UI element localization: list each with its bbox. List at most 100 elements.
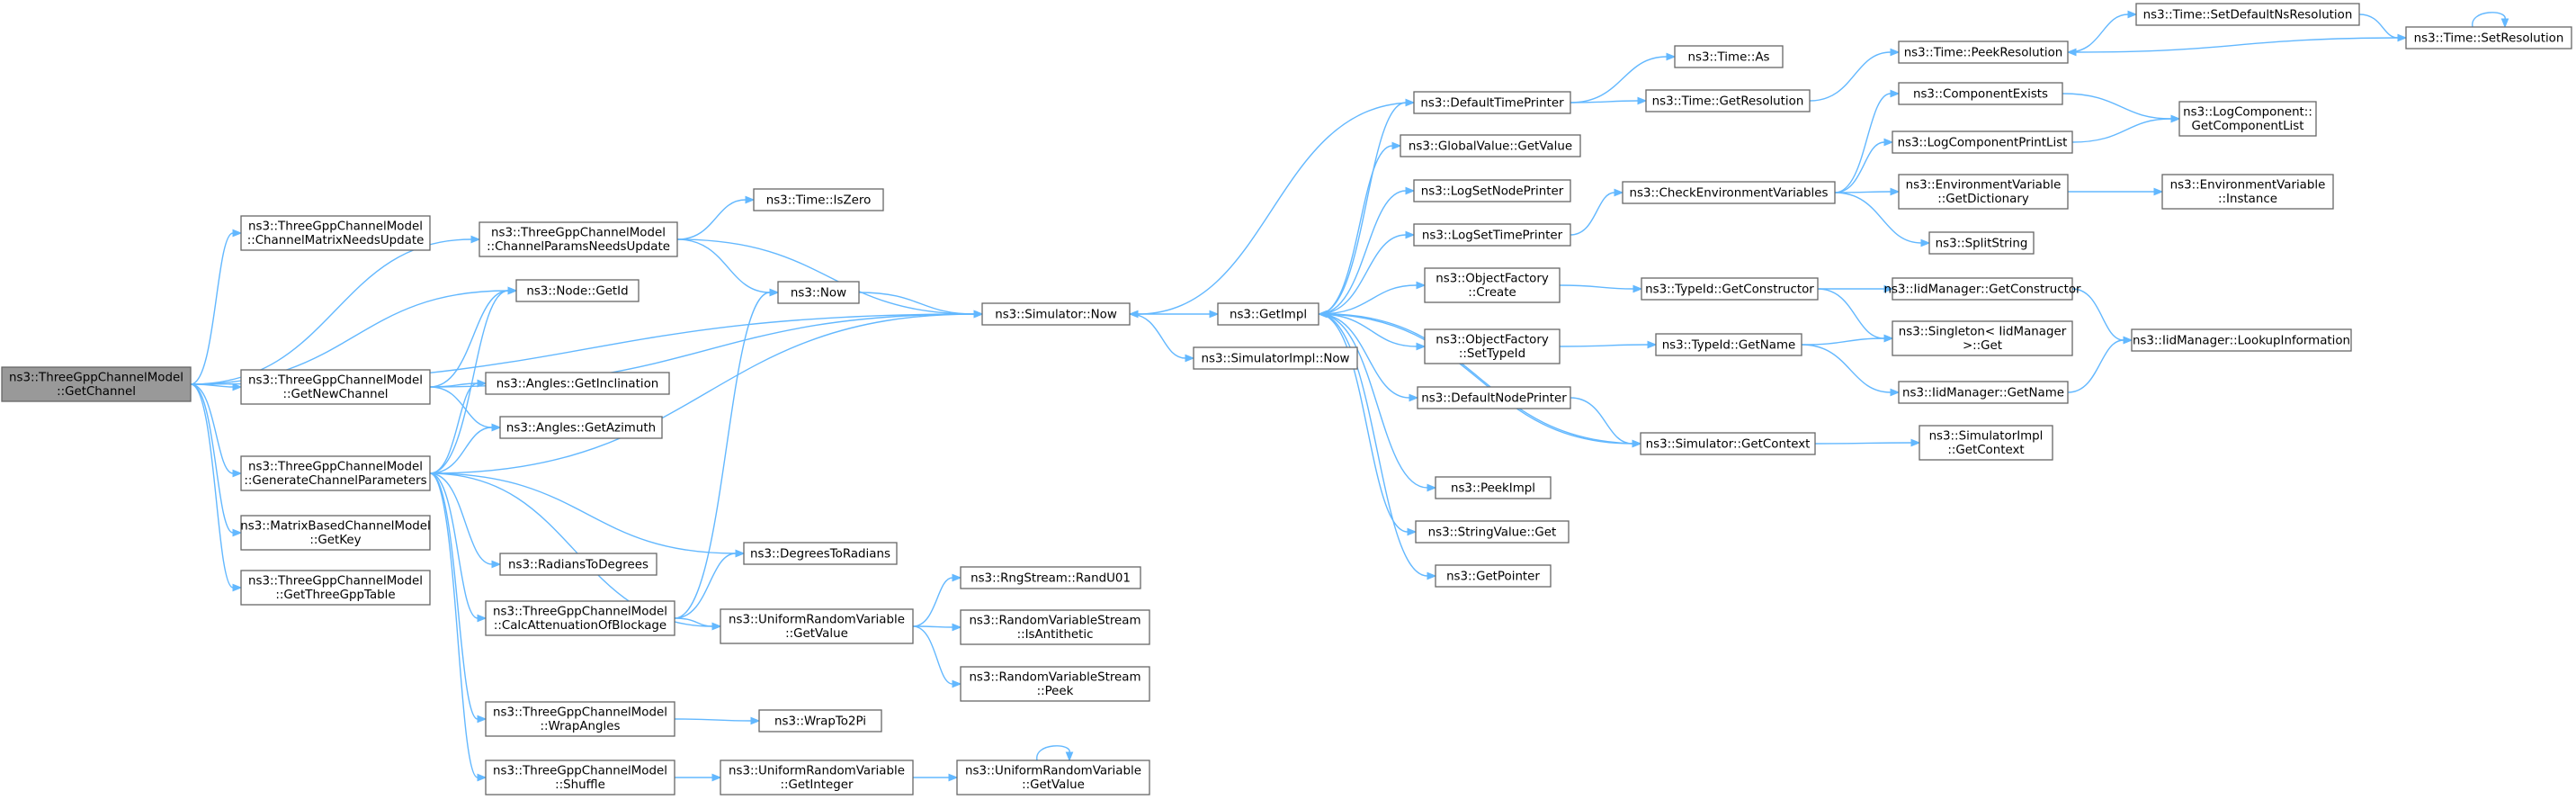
node-check-environment-variables[interactable]: ns3::CheckEnvironmentVariables bbox=[1622, 181, 1836, 204]
node-get-channel[interactable]: ns3::ThreeGppChannelModel::GetChannel bbox=[1, 366, 192, 402]
edge-generate-channel-parameters-to-radians-to-degrees bbox=[429, 472, 502, 569]
node-channel-matrix-needs-update[interactable]: ns3::ThreeGppChannelModel::ChannelMatrix… bbox=[240, 215, 431, 251]
node-wrap-angles[interactable]: ns3::ThreeGppChannelModel::WrapAngles bbox=[485, 701, 675, 737]
node-string-value-get[interactable]: ns3::StringValue::Get bbox=[1415, 520, 1570, 544]
node-time-as[interactable]: ns3::Time::As bbox=[1674, 45, 1784, 68]
node-time-peek-resolution[interactable]: ns3::Time::PeekResolution bbox=[1898, 40, 2069, 64]
node-simulator-impl-get-context[interactable]: ns3::SimulatorImpl::GetContext bbox=[1919, 425, 2053, 461]
node-get-impl[interactable]: ns3::GetImpl bbox=[1217, 302, 1319, 326]
node-time-is-zero[interactable]: ns3::Time::IsZero bbox=[753, 188, 884, 211]
node-type-id-get-name[interactable]: ns3::TypeId::GetName bbox=[1655, 333, 1802, 356]
node-matrix-get-key[interactable]: ns3::MatrixBasedChannelModel::GetKey bbox=[240, 515, 431, 551]
node-urv-get-integer[interactable]: ns3::UniformRandomVariable::GetInteger bbox=[720, 760, 914, 796]
edge-get-impl-to-global-value-get-value bbox=[1318, 141, 1402, 315]
node-object-factory-create-label-2: ::Create bbox=[1468, 286, 1516, 300]
node-simulator-impl-now[interactable]: ns3::SimulatorImpl::Now bbox=[1193, 346, 1358, 370]
node-env-instance[interactable]: ns3::EnvironmentVariable::Instance bbox=[2161, 174, 2334, 210]
edge-get-impl-to-get-pointer-line bbox=[1318, 313, 1428, 577]
node-iid-get-name[interactable]: ns3::IidManager::GetName bbox=[1898, 381, 2069, 404]
node-channel-params-needs-update[interactable]: ns3::ThreeGppChannelModel::ChannelParams… bbox=[479, 221, 678, 257]
node-type-id-get-constructor[interactable]: ns3::TypeId::GetConstructor bbox=[1641, 277, 1819, 301]
node-get-three-gpp-table[interactable]: ns3::ThreeGppChannelModel::GetThreeGppTa… bbox=[240, 570, 431, 606]
edge-urv-get-value1-to-is-antithetic-arrowhead bbox=[952, 623, 962, 632]
edge-simulator-now-to-simulator-impl-now bbox=[1129, 313, 1195, 363]
node-log-component-print-list[interactable]: ns3::LogComponentPrintList bbox=[1892, 130, 2073, 154]
node-is-antithetic-label-1: ns3::RandomVariableStream bbox=[969, 615, 1140, 628]
node-lookup-information[interactable]: ns3::IidManager::LookupInformation bbox=[2131, 328, 2352, 352]
edge-get-new-channel-to-get-azimuth-line bbox=[429, 386, 493, 428]
edge-get-impl-to-object-factory-create bbox=[1318, 281, 1427, 315]
node-object-factory-set-type-id[interactable]: ns3::ObjectFactory::SetTypeId bbox=[1424, 328, 1561, 364]
edge-get-impl-to-log-set-node-printer bbox=[1318, 186, 1416, 315]
node-simulator-get-context-box bbox=[1640, 432, 1816, 455]
edge-default-time-printer-to-time-get-resolution-arrowhead bbox=[1637, 96, 1648, 105]
node-degrees-to-radians[interactable]: ns3::DegreesToRadians bbox=[743, 542, 898, 565]
node-generate-channel-parameters[interactable]: ns3::ThreeGppChannelModel::GenerateChann… bbox=[240, 455, 431, 491]
node-env-get-dictionary[interactable]: ns3::EnvironmentVariable::GetDictionary bbox=[1898, 174, 2069, 210]
edge-channel-params-needs-update-to-time-is-zero-line bbox=[676, 199, 747, 240]
node-get-new-channel[interactable]: ns3::ThreeGppChannelModel::GetNewChannel bbox=[240, 369, 431, 405]
edge-default-time-printer-to-simulator-now-line bbox=[1137, 102, 1415, 315]
node-radians-to-degrees[interactable]: ns3::RadiansToDegrees bbox=[499, 553, 657, 576]
node-urv-get-value2[interactable]: ns3::UniformRandomVariable::GetValue bbox=[956, 760, 1150, 796]
node-wrap-to2-pi[interactable]: ns3::WrapTo2Pi bbox=[758, 709, 882, 733]
node-log-set-time-printer-box bbox=[1413, 223, 1571, 247]
node-object-factory-create[interactable]: ns3::ObjectFactory::Create bbox=[1424, 267, 1561, 303]
node-peek-impl[interactable]: ns3::PeekImpl bbox=[1435, 476, 1552, 499]
node-split-string[interactable]: ns3::SplitString bbox=[1928, 231, 2035, 255]
node-get-inclination[interactable]: ns3::Angles::GetInclination bbox=[485, 372, 670, 395]
node-simulator-now[interactable]: ns3::Simulator::Now bbox=[981, 302, 1131, 326]
edge-wrap-angles-to-wrap-to2-pi-line bbox=[674, 718, 752, 722]
edge-iid-get-name-to-lookup-information bbox=[2067, 336, 2133, 393]
node-simulator-get-context[interactable]: ns3::Simulator::GetContext bbox=[1640, 432, 1816, 455]
node-now[interactable]: ns3::Now bbox=[777, 281, 860, 304]
node-urv-get-integer-label-2: ::GetInteger bbox=[780, 778, 854, 792]
node-singleton-get[interactable]: ns3::Singleton< IidManager >::Get bbox=[1892, 320, 2073, 356]
node-get-azimuth[interactable]: ns3::Angles::GetAzimuth bbox=[499, 416, 663, 439]
edge-get-channel-to-matrix-get-key bbox=[190, 383, 243, 537]
node-get-azimuth-label-1: ns3::Angles::GetAzimuth bbox=[506, 421, 656, 435]
node-component-exists[interactable]: ns3::ComponentExists bbox=[1898, 82, 2063, 105]
edge-wrap-angles-to-wrap-to2-pi-arrowhead bbox=[750, 716, 761, 725]
node-global-value-get-value[interactable]: ns3::GlobalValue::GetValue bbox=[1400, 134, 1581, 157]
node-urv-get-value1-label-2: ::GetValue bbox=[785, 627, 848, 641]
node-default-time-printer[interactable]: ns3::DefaultTimePrinter bbox=[1413, 91, 1571, 114]
node-iid-get-constructor[interactable]: ns3::IidManager::GetConstructor bbox=[1883, 277, 2081, 301]
edge-set-default-ns-resolution-to-time-set-resolution-line bbox=[2358, 13, 2399, 39]
node-rng-stream-rand-u01[interactable]: ns3::RngStream::RandU01 bbox=[960, 566, 1141, 589]
node-log-set-node-printer[interactable]: ns3::LogSetNodePrinter bbox=[1413, 179, 1571, 202]
node-urv-get-value1[interactable]: ns3::UniformRandomVariable::GetValue bbox=[720, 608, 914, 644]
node-channel-matrix-needs-update-label-1: ns3::ThreeGppChannelModel bbox=[248, 220, 423, 234]
edge-default-node-printer-to-simulator-get-context bbox=[1570, 397, 1642, 448]
edge-time-set-resolution-to-time-peek-resolution-line bbox=[2075, 37, 2407, 53]
node-time-set-resolution[interactable]: ns3::Time::SetResolution bbox=[2405, 26, 2572, 49]
node-time-set-resolution-box bbox=[2405, 26, 2572, 49]
node-node-get-id[interactable]: ns3::Node::GetId bbox=[515, 279, 640, 302]
edge-urv-get-integer-to-urv-get-value2 bbox=[912, 773, 959, 782]
edge-default-time-printer-to-time-as-arrowhead bbox=[1666, 52, 1677, 61]
node-default-node-printer[interactable]: ns3::DefaultNodePrinter bbox=[1417, 386, 1571, 409]
edge-log-set-time-printer-to-check-environment-variables-arrowhead bbox=[1614, 188, 1624, 197]
node-time-as-label-1: ns3::Time::As bbox=[1688, 50, 1770, 64]
edge-get-impl-to-get-pointer-arrowhead bbox=[1427, 571, 1437, 580]
edge-channel-params-needs-update-to-time-is-zero bbox=[676, 195, 756, 240]
edge-generate-channel-parameters-to-node-get-id-line bbox=[429, 290, 509, 474]
node-time-peek-resolution-box bbox=[1898, 40, 2069, 64]
edge-type-id-get-name-to-iid-get-name-line bbox=[1801, 344, 1892, 393]
node-calc-attenuation-of-blockage[interactable]: ns3::ThreeGppChannelModel::CalcAttenuati… bbox=[485, 600, 675, 636]
edge-get-impl-to-string-value-get-line bbox=[1318, 313, 1409, 533]
node-get-pointer[interactable]: ns3::GetPointer bbox=[1435, 564, 1552, 588]
node-rvs-peek[interactable]: ns3::RandomVariableStream::Peek bbox=[960, 666, 1150, 702]
edge-object-factory-create-to-type-id-get-constructor-arrowhead bbox=[1632, 284, 1643, 293]
node-shuffle[interactable]: ns3::ThreeGppChannelModel::Shuffle bbox=[485, 760, 675, 796]
edge-get-impl-to-default-time-printer bbox=[1318, 98, 1416, 315]
node-singleton-get-label-1: ns3::Singleton< IidManager bbox=[1899, 326, 2067, 339]
edge-generate-channel-parameters-to-get-azimuth-line bbox=[429, 427, 493, 474]
node-time-get-resolution[interactable]: ns3::Time::GetResolution bbox=[1645, 89, 1811, 112]
node-set-default-ns-resolution[interactable]: ns3::Time::SetDefaultNsResolution bbox=[2135, 3, 2360, 26]
node-get-component-list[interactable]: ns3::LogComponent::GetComponentList bbox=[2178, 101, 2317, 137]
node-is-antithetic[interactable]: ns3::RandomVariableStream::IsAntithetic bbox=[960, 609, 1150, 645]
node-string-value-get-label-1: ns3::StringValue::Get bbox=[1428, 526, 1557, 539]
node-log-set-time-printer[interactable]: ns3::LogSetTimePrinter bbox=[1413, 223, 1571, 247]
edge-shuffle-to-urv-get-integer bbox=[674, 773, 722, 782]
